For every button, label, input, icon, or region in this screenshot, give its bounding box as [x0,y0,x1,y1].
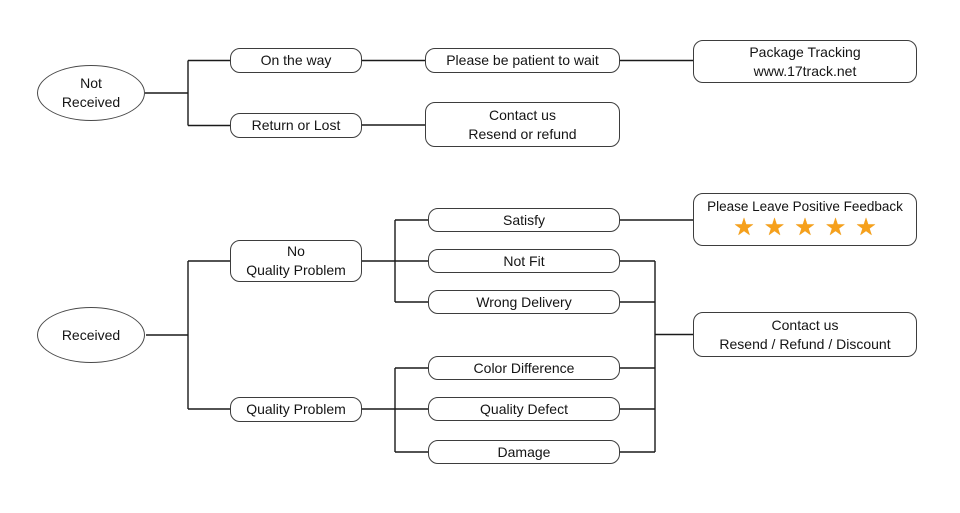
node-wrong-delivery: Wrong Delivery [428,290,620,314]
node-received-label: Received [61,326,121,343]
node-no-quality-problem-line1: No [287,243,305,260]
connector-collector [620,260,693,453]
node-no-quality-problem-line2: Quality Problem [246,262,346,278]
rating-stars: ★ ★ ★ ★ ★ [733,213,877,241]
node-on-the-way: On the way [230,48,362,73]
node-color-difference-label: Color Difference [473,359,575,376]
node-quality-problem-label: Quality Problem [246,401,346,418]
star-icon: ★ [763,213,786,241]
connector-qp-branch [394,367,428,453]
star-icon: ★ [794,213,816,241]
connector-received-branch [146,260,230,410]
node-quality-defect: Quality Defect [428,397,620,421]
node-contact-resend-refund-line1: Contact us [489,106,556,123]
node-not-received-line1: Not [80,75,102,92]
node-quality-problem: Quality Problem [230,397,362,422]
node-positive-feedback-label: Please Leave Positive Feedback [707,199,903,215]
node-not-received: Not Received [37,65,145,121]
node-not-fit-label: Not Fit [503,252,545,269]
node-return-or-lost: Return or Lost [230,113,362,138]
node-be-patient: Please be patient to wait [425,48,620,73]
connector-nqp-branch [394,219,428,303]
node-not-received-line2: Received [61,94,121,110]
node-damage-label: Damage [497,443,551,460]
node-on-the-way-label: On the way [260,52,332,69]
node-contact-discount-line2: Resend / Refund / Discount [719,335,891,352]
node-contact-resend-refund-line2: Resend or refund [468,125,577,142]
star-icon: ★ [824,213,847,241]
node-satisfy-label: Satisfy [502,211,545,228]
node-be-patient-label: Please be patient to wait [446,52,599,69]
node-package-tracking-url: www.17track.net [753,62,857,79]
node-contact-discount-line1: Contact us [771,316,839,333]
node-color-difference: Color Difference [428,356,620,380]
node-package-tracking-line1: Package Tracking [749,43,861,60]
star-icon: ★ [855,213,877,241]
node-not-fit: Not Fit [428,249,620,273]
node-contact-discount: Contact us Resend / Refund / Discount [693,312,917,357]
node-received: Received [37,307,145,363]
node-quality-defect-label: Quality Defect [480,400,568,417]
node-no-quality-problem: No Quality Problem [230,240,362,282]
node-return-or-lost-label: Return or Lost [251,117,341,134]
node-satisfy: Satisfy [428,208,620,232]
node-damage: Damage [428,440,620,464]
star-icon: ★ [733,213,755,241]
node-wrong-delivery-label: Wrong Delivery [476,293,572,310]
node-positive-feedback: Please Leave Positive Feedback ★ ★ ★ ★ ★ [693,193,917,246]
node-contact-resend-refund: Contact us Resend or refund [425,102,620,147]
node-package-tracking: Package Tracking www.17track.net [693,40,917,83]
connector-not-received-branch [145,59,230,127]
